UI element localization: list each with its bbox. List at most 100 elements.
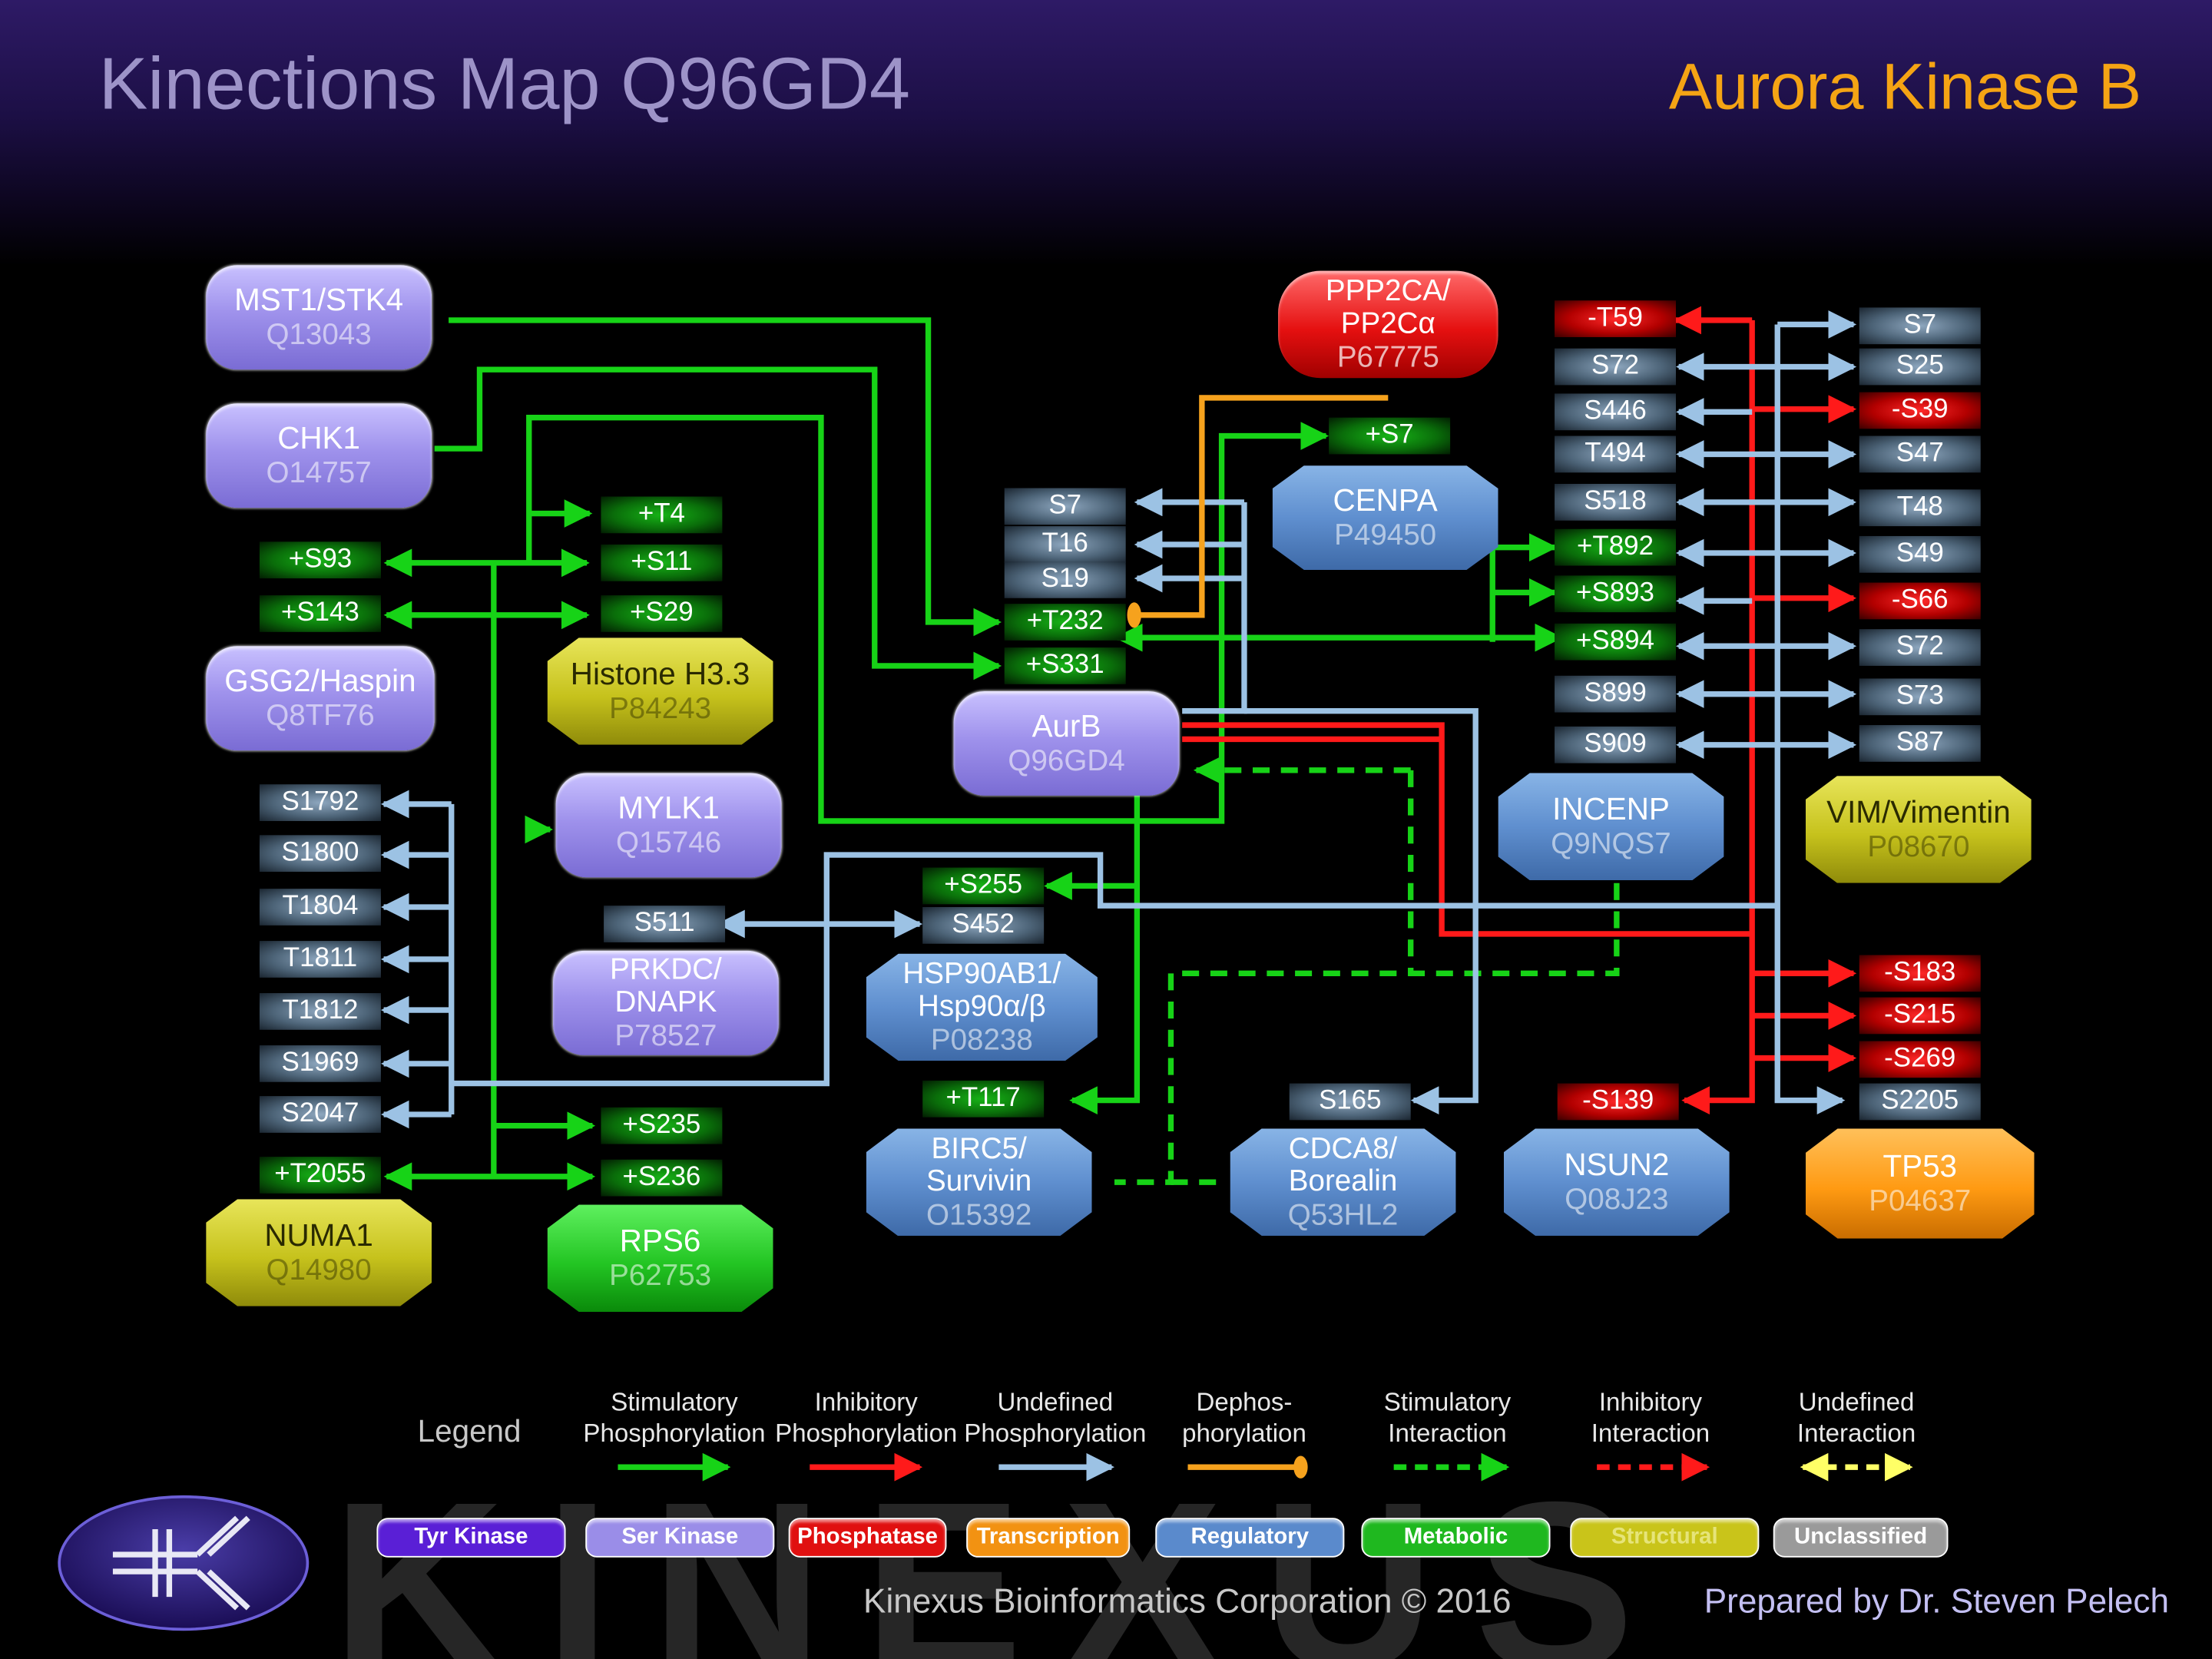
legend-undef-phos-line1: Undefined [997, 1388, 1114, 1417]
node-birc5[interactable]: BIRC5/ Survivin O15392 [866, 1128, 1092, 1236]
node-tp53-accession: P04637 [1869, 1184, 1972, 1217]
site-aurb-s7[interactable]: S7 [1004, 488, 1126, 525]
site-incenp-t59[interactable]: -T59 [1555, 300, 1676, 337]
site-aurb-t16[interactable]: T16 [1004, 526, 1126, 563]
site-aurb-s19[interactable]: S19 [1004, 561, 1126, 598]
site-vim-s39[interactable]: -S39 [1859, 392, 1981, 429]
site-vim-s66[interactable]: -S66 [1859, 582, 1981, 620]
site-prkdc-s511[interactable]: S511 [604, 906, 726, 942]
node-nsun2-accession: Q08J23 [1565, 1183, 1669, 1216]
site-numa1-s1792[interactable]: S1792 [259, 784, 381, 821]
node-mst1-name: MST1/STK4 [234, 282, 404, 318]
node-cenpa[interactable]: CENPA P49450 [1272, 465, 1498, 571]
site-incenp-t494[interactable]: T494 [1555, 435, 1676, 473]
site-nsun2-s139[interactable]: -S139 [1557, 1083, 1679, 1121]
node-haspin[interactable]: GSG2/Haspin Q8TF76 [206, 646, 435, 751]
site-numa1-s2047[interactable]: S2047 [259, 1096, 381, 1133]
site-birc5-t117[interactable]: +T117 [922, 1080, 1045, 1118]
node-pp2ca-accession: P67775 [1336, 341, 1439, 374]
node-pp2ca-line2: PP2Cα [1340, 307, 1435, 341]
node-numa1[interactable]: NUMA1 Q14980 [206, 1199, 432, 1306]
site-incenp-s909[interactable]: S909 [1555, 726, 1676, 763]
node-tp53[interactable]: TP53 P04637 [1805, 1128, 2035, 1239]
site-vim-s87[interactable]: S87 [1859, 725, 1981, 762]
node-mylk1-accession: Q15746 [615, 826, 722, 859]
site-tp53-s183[interactable]: -S183 [1859, 955, 1981, 992]
site-incenp-s894[interactable]: +S894 [1555, 623, 1676, 661]
node-pp2ca[interactable]: PPP2CA/ PP2Cα P67775 [1278, 270, 1498, 379]
site-vim-s47[interactable]: S47 [1859, 435, 1981, 473]
site-rps6-s235[interactable]: +S235 [601, 1107, 723, 1144]
site-tp53-s215[interactable]: -S215 [1859, 997, 1981, 1035]
node-mylk1[interactable]: MYLK1 Q15746 [555, 773, 782, 878]
site-hsp90-s255[interactable]: +S255 [922, 867, 1045, 905]
node-aurb[interactable]: AurB Q96GD4 [953, 690, 1180, 796]
site-tp53-s269[interactable]: -S269 [1859, 1041, 1981, 1078]
site-incenp-s899[interactable]: S899 [1555, 675, 1676, 713]
site-numa1-s1969[interactable]: S1969 [259, 1045, 381, 1082]
legend-stim-int-line1: Stimulatory [1383, 1388, 1512, 1417]
site-aurb-s331[interactable]: +S331 [1004, 647, 1126, 684]
node-tp53-name: TP53 [1883, 1147, 1958, 1184]
site-h33-t4[interactable]: +T4 [601, 496, 723, 534]
legend-inhib-phos-line2: Phosphorylation [775, 1419, 958, 1448]
site-vim-t48[interactable]: T48 [1859, 489, 1981, 527]
node-mst1[interactable]: MST1/STK4 Q13043 [206, 265, 432, 370]
protein-name: Aurora Kinase B [1668, 49, 2142, 123]
legend-undef-int-line2: Interaction [1796, 1419, 1916, 1448]
site-vim-s7[interactable]: S7 [1859, 307, 1981, 345]
node-mylk1-name: MYLK1 [618, 790, 720, 826]
site-vim-s73[interactable]: S73 [1859, 678, 1981, 716]
site-cenpa-s7[interactable]: +S7 [1329, 417, 1451, 455]
node-vimentin[interactable]: VIM/Vimentin P08670 [1805, 776, 2032, 883]
site-aurb-t232[interactable]: +T232 [1004, 604, 1126, 641]
node-hsp90[interactable]: HSP90AB1/ Hsp90α/β P08238 [866, 953, 1098, 1061]
node-rps6[interactable]: RPS6 P62753 [547, 1204, 773, 1313]
site-numa1-s1800[interactable]: S1800 [259, 835, 381, 873]
site-hsp90-s452[interactable]: S452 [922, 906, 1045, 944]
legend-inhib-int-line1: Inhibitory [1598, 1388, 1703, 1417]
site-haspin-s143[interactable]: +S143 [259, 595, 381, 632]
site-haspin-s93[interactable]: +S93 [259, 541, 381, 579]
legend-dephos-line2: phorylation [1182, 1419, 1306, 1448]
node-nsun2[interactable]: NSUN2 Q08J23 [1503, 1128, 1730, 1236]
node-cdca8[interactable]: CDCA8/ Borealin Q53HL2 [1230, 1128, 1456, 1236]
site-numa1-t1812[interactable]: T1812 [259, 993, 381, 1030]
node-chk1-name: CHK1 [277, 420, 360, 456]
node-prkdc[interactable]: PRKDC/ DNAPK P78527 [552, 950, 779, 1055]
node-pp2ca-line1: PPP2CA/ [1325, 274, 1451, 307]
site-numa1-t2055[interactable]: +T2055 [259, 1157, 381, 1194]
site-rps6-s236[interactable]: +S236 [601, 1159, 723, 1197]
site-numa1-t1804[interactable]: T1804 [259, 889, 381, 926]
node-haspin-accession: Q8TF76 [266, 699, 375, 732]
node-cdca8-line2: Borealin [1288, 1165, 1398, 1198]
node-rps6-accession: P62753 [609, 1259, 712, 1292]
node-incenp[interactable]: INCENP Q9NQS7 [1498, 773, 1724, 881]
site-incenp-s893[interactable]: +S893 [1555, 575, 1676, 613]
site-incenp-s518[interactable]: S518 [1555, 483, 1676, 521]
site-incenp-s72[interactable]: S72 [1555, 348, 1676, 386]
legend-chip-tyr-kinase: Tyr Kinase [378, 1519, 565, 1556]
legend-inhib-phos-line1: Inhibitory [814, 1388, 918, 1417]
node-aurb-accession: Q96GD4 [1008, 743, 1125, 777]
site-vim-s72[interactable]: S72 [1859, 629, 1981, 666]
site-numa1-t1811[interactable]: T1811 [259, 941, 381, 978]
legend-stim-phos-line2: Phosphorylation [583, 1419, 766, 1448]
site-h33-s11[interactable]: +S11 [601, 544, 723, 581]
site-h33-s29[interactable]: +S29 [601, 595, 723, 632]
node-numa1-name: NUMA1 [264, 1217, 373, 1253]
site-cdca8-s165[interactable]: S165 [1289, 1083, 1411, 1121]
site-incenp-s446[interactable]: S446 [1555, 393, 1676, 431]
node-chk1[interactable]: CHK1 O14757 [206, 403, 432, 508]
node-prkdc-line2: DNAPK [614, 986, 717, 1019]
node-histone-h33[interactable]: Histone H3.3 P84243 [547, 637, 773, 745]
site-vim-s49[interactable]: S49 [1859, 535, 1981, 573]
site-vim-s25[interactable]: S25 [1859, 348, 1981, 386]
node-vimentin-accession: P08670 [1867, 830, 1970, 863]
node-nsun2-name: NSUN2 [1564, 1147, 1670, 1183]
site-tp53-s2205[interactable]: S2205 [1859, 1083, 1981, 1121]
node-histone-h33-name: Histone H3.3 [570, 655, 750, 691]
site-incenp-t892[interactable]: +T892 [1555, 528, 1676, 566]
